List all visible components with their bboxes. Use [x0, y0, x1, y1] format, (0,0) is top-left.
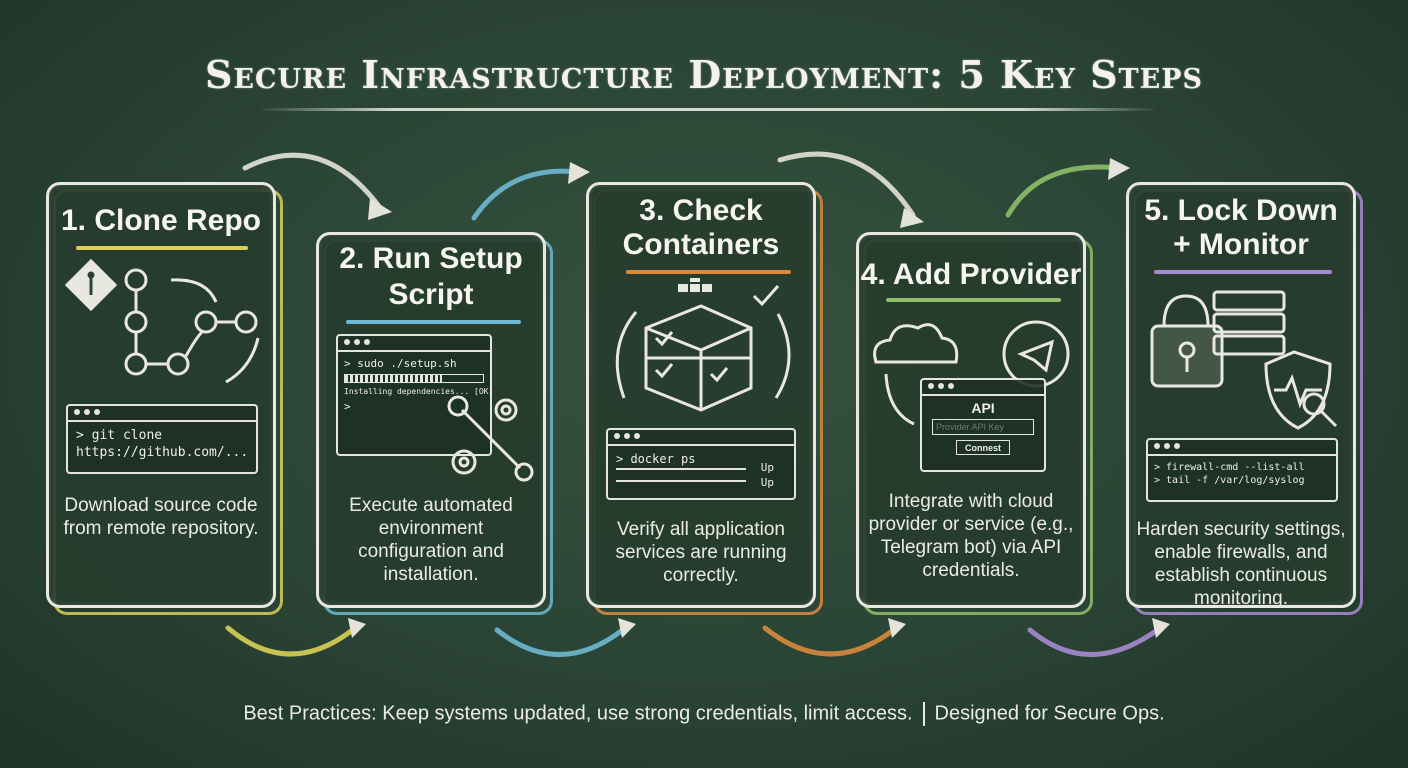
- step-card-5: 5. Lock Down + Monitor > firewall-cmd --…: [1126, 182, 1363, 615]
- terminal-line: > tail -f /var/log/syslog: [1154, 475, 1305, 486]
- terminal-line: > git clone: [76, 428, 163, 443]
- arrowhead: [888, 618, 906, 638]
- step-title: 1. Clone Repo: [60, 204, 262, 237]
- page-title: Secure Infrastructure Deployment: 5 Key …: [204, 52, 1204, 97]
- arrow-1-2-bottom: [225, 625, 358, 657]
- step-card-1: 1. Clone Repo > git clone https://github…: [46, 182, 283, 615]
- step-title-line-2: + Monitor: [1173, 228, 1309, 261]
- arrow-4-5-bottom: [1027, 625, 1163, 657]
- lock-shield-icon: [1150, 290, 1338, 430]
- step-description: Harden security settings, enable firewal…: [1136, 519, 1346, 609]
- footer-separator: [922, 702, 925, 726]
- git-branch-icon: [64, 258, 260, 384]
- step-title-line-2: Containers: [622, 228, 780, 261]
- step-card-3: 3. Check Containers > docker ps Up Up Ve…: [586, 182, 823, 615]
- arrowhead: [1152, 618, 1170, 638]
- arrow-4-5-top: [1005, 164, 1121, 218]
- terminal-window: > firewall-cmd --list-all > tail -f /var…: [1146, 438, 1338, 502]
- arrowhead: [568, 162, 590, 184]
- step-description: Execute automated environment configurat…: [349, 495, 513, 585]
- api-label: API: [971, 400, 995, 416]
- title-underline: [1154, 270, 1332, 274]
- arrowhead: [618, 618, 636, 638]
- arrow-3-4-top: [777, 151, 916, 218]
- terminal-window: > git clone https://github.com/...: [66, 404, 258, 474]
- terminal-line: Installing dependencies... [OK]: [344, 387, 494, 396]
- title-underline: [346, 320, 521, 324]
- terminal-line: >: [344, 400, 351, 413]
- step-title-line-1: 3. Check: [639, 194, 763, 227]
- docker-containers-icon: [615, 278, 791, 412]
- title-underline: [76, 246, 248, 250]
- step-description: Verify all application services are runn…: [615, 519, 787, 586]
- step-title-line-2: Script: [388, 278, 474, 311]
- card-body: [46, 182, 276, 608]
- footer-best-practices: Best Practices: Keep systems updated, us…: [243, 702, 913, 725]
- step-title-line-1: 2. Run Setup: [339, 242, 523, 275]
- title-underline: [258, 108, 1158, 111]
- arrowhead: [368, 198, 392, 220]
- step-title: 4. Add Provider: [860, 258, 1082, 291]
- progress-bar: [344, 374, 484, 383]
- provider-api-key-input[interactable]: [932, 419, 1034, 435]
- arrow-1-2-top: [242, 152, 381, 208]
- title-underline: [626, 270, 791, 274]
- arrowhead: [1108, 158, 1130, 180]
- arrow-3-4-bottom: [762, 625, 899, 657]
- terminal-window: > sudo ./setup.sh Installing dependencie…: [336, 334, 494, 456]
- terminal-window: > docker ps Up Up: [606, 428, 796, 500]
- step-description: Download source code from remote reposit…: [63, 495, 259, 539]
- terminal-line: https://github.com/...: [76, 445, 249, 460]
- connect-button[interactable]: Connest: [956, 440, 1010, 455]
- arrowhead: [900, 208, 924, 228]
- arrowhead: [348, 618, 366, 638]
- terminal-line: > sudo ./setup.sh: [344, 357, 457, 370]
- status-up: Up: [760, 461, 774, 474]
- terminal-line: > firewall-cmd --list-all: [1154, 462, 1305, 473]
- terminal-line: > docker ps: [616, 452, 696, 466]
- step-description: Integrate with cloud provider or service…: [868, 491, 1074, 581]
- arrow-2-3-bottom: [494, 625, 628, 657]
- arrow-2-3-top: [471, 168, 581, 221]
- status-up: Up: [760, 476, 774, 489]
- step-title-line-1: 5. Lock Down: [1144, 194, 1338, 227]
- footer: Best Practices: Keep systems updated, us…: [0, 702, 1408, 726]
- wrench-gear-icon: [447, 395, 534, 482]
- step-card-2: 2. Run Setup Script > sudo ./setup.sh In…: [316, 232, 553, 615]
- api-window: API Connest: [920, 378, 1046, 472]
- step-card-4: 4. Add Provider API Connest Integrate wi…: [856, 232, 1093, 615]
- footer-designed-for: Designed for Secure Ops.: [934, 702, 1165, 725]
- title-underline: [886, 298, 1061, 302]
